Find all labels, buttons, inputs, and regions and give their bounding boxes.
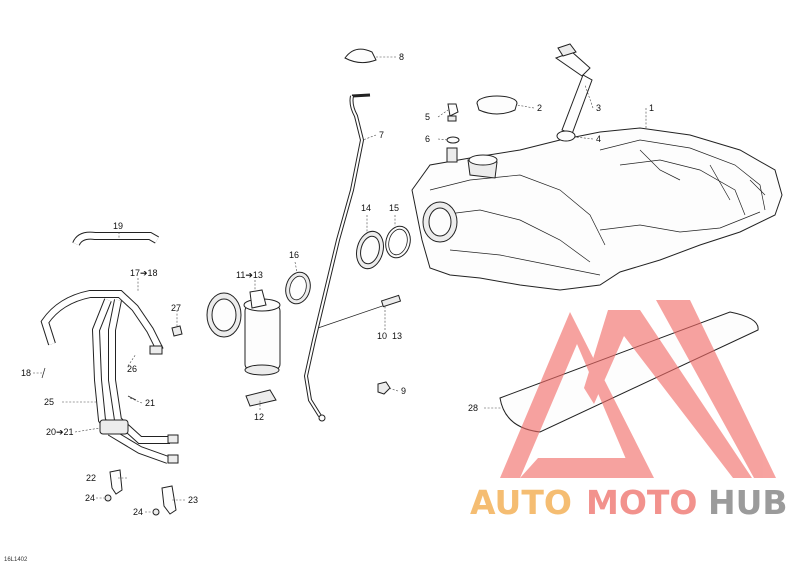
bracket-22: [109, 469, 123, 495]
callout-25: 25: [44, 397, 54, 407]
callout-7: 7: [379, 130, 384, 140]
nut-9: [377, 381, 391, 395]
callout-16: 16: [289, 250, 299, 260]
o-ring-4: [556, 130, 576, 142]
callout-26: 26: [127, 364, 137, 374]
grommet-6: [446, 136, 460, 144]
callout-11-13: 11➔13: [236, 270, 263, 280]
callout-13: 13: [392, 331, 402, 341]
callout-24-b: 24: [133, 507, 143, 517]
fuel-tank: [411, 127, 783, 291]
watermark-word-auto: AUTO: [470, 483, 572, 522]
bracket-23: [161, 485, 177, 515]
nut-24a: [104, 494, 112, 502]
callout-21: 21: [145, 398, 155, 408]
callout-labels: 1 2 3 4 5 6 7 8 9 10 12 13 14 15 16 19 1…: [4, 52, 654, 563]
callout-28: 28: [468, 403, 478, 413]
nut-24b: [152, 508, 160, 516]
watermark-word-moto: MOTO: [586, 483, 697, 522]
callout-17-18: 17➔18: [130, 268, 158, 278]
bolt-18: [41, 367, 46, 379]
ring-16: [285, 271, 311, 305]
callout-24-a: 24: [85, 493, 95, 503]
vent-hose: [303, 93, 371, 422]
callout-6: 6: [425, 134, 430, 144]
clamp-8: [344, 48, 377, 64]
callout-3: 3: [596, 103, 601, 113]
fuel-cap: [476, 95, 518, 115]
watermark-word-hub: HUB: [708, 483, 788, 522]
vent-valve: [447, 103, 459, 122]
fuel-level-sender: [554, 43, 593, 135]
callout-22: 22: [86, 473, 96, 483]
callout-12: 12: [254, 412, 264, 422]
callout-1: 1: [649, 103, 654, 113]
seal-ring-15: [385, 225, 411, 259]
callout-8: 8: [399, 52, 404, 62]
callout-23: 23: [188, 495, 198, 505]
fuel-hose-assembly: [40, 231, 179, 464]
callout-27: 27: [171, 303, 181, 313]
callout-9: 9: [401, 386, 406, 396]
callout-5: 5: [425, 112, 430, 122]
callout-20-21: 20➔21: [46, 427, 74, 437]
retaining-ring-14: [356, 230, 384, 270]
fitting-27: [171, 325, 183, 337]
callout-19: 19: [113, 221, 123, 231]
callout-14: 14: [361, 203, 371, 213]
watermark-logo: [500, 300, 776, 478]
drawing-code: 16L1402: [4, 557, 28, 563]
callout-2: 2: [537, 103, 542, 113]
callout-18: 18: [21, 368, 31, 378]
callout-10: 10: [377, 331, 387, 341]
watermark-wordmark: AUTO MOTO HUB: [470, 483, 788, 522]
leader-lines: [33, 56, 647, 513]
callout-15: 15: [389, 203, 399, 213]
callout-4: 4: [596, 134, 601, 144]
fuel-pump-module: [206, 289, 281, 407]
